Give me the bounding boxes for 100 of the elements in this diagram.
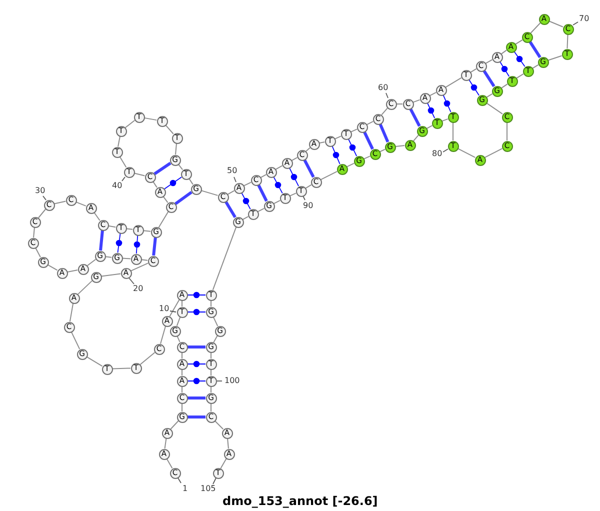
backbone-line <box>158 211 169 228</box>
base-pair-line <box>174 191 192 205</box>
backbone-line <box>381 108 388 116</box>
backbone-line <box>140 259 148 261</box>
backbone-line <box>452 122 454 141</box>
base-pair-line <box>99 230 104 251</box>
backbone-line <box>165 124 174 134</box>
backbone-line <box>484 148 503 158</box>
backbone-line <box>176 316 181 326</box>
position-number: 90 <box>303 202 314 210</box>
backbone-line <box>210 369 212 376</box>
backbone-line <box>412 99 420 103</box>
base-pair-line <box>363 131 374 150</box>
base-pair-line <box>188 416 206 418</box>
backbone-line <box>350 128 358 132</box>
base-pair-line <box>187 360 206 368</box>
position-number: 100 <box>224 377 240 385</box>
backbone-line <box>112 368 131 370</box>
backbone-line <box>515 39 523 45</box>
backbone-line <box>506 122 508 141</box>
backbone-line <box>140 352 156 365</box>
backbone-line <box>142 230 152 232</box>
backbone-line <box>169 299 180 317</box>
backbone-line <box>227 190 235 195</box>
base-pair-line <box>348 138 358 156</box>
base-pair-line <box>468 79 480 96</box>
backbone-line <box>227 438 229 450</box>
backbone-line <box>290 192 296 196</box>
backbone-line <box>318 142 326 144</box>
backbone-line <box>122 258 131 260</box>
backbone-line <box>394 145 406 147</box>
backbone-line <box>442 118 448 122</box>
backbone-line <box>47 264 58 271</box>
position-number: 20 <box>133 285 144 293</box>
backbone-line <box>70 331 80 350</box>
backbone-line <box>212 226 237 290</box>
position-number: 1 <box>182 485 188 493</box>
backbone-line <box>210 300 212 307</box>
backbone-line <box>188 178 194 185</box>
base-pair-line <box>378 123 390 143</box>
backbone-line <box>130 262 148 272</box>
backbone-line <box>119 156 127 168</box>
backbone-line <box>33 226 35 238</box>
backbone-line <box>124 120 136 128</box>
base-pair-line <box>303 159 315 178</box>
backbone-line <box>213 335 218 343</box>
backbone-line <box>108 225 116 228</box>
backbone-line <box>306 147 310 152</box>
backbone-line <box>170 420 179 430</box>
backbone-line <box>66 270 78 272</box>
backbone-line <box>275 165 283 170</box>
position-number: 105 <box>200 485 216 493</box>
backbone-line <box>334 136 342 140</box>
backbone-line <box>485 59 493 64</box>
position-number: 30 <box>35 187 46 195</box>
base-pair-line <box>241 192 251 210</box>
base-pair-line <box>332 146 340 164</box>
backbone-line <box>38 208 46 218</box>
backbone-line <box>530 22 541 34</box>
base-pair-line <box>528 40 542 58</box>
backbone-line <box>69 302 74 322</box>
base-pair-line <box>499 61 510 77</box>
position-number: 60 <box>378 84 388 92</box>
base-pair-line <box>188 346 206 348</box>
backbone-line <box>364 156 370 160</box>
base-pair-line <box>289 167 299 187</box>
base-pair-line <box>187 308 206 316</box>
backbone-line <box>126 228 134 230</box>
backbone-line <box>118 136 120 148</box>
base-pair-line <box>224 200 236 218</box>
backbone-line <box>548 20 564 28</box>
base-pair-line <box>164 176 182 190</box>
backbone-line <box>164 438 167 450</box>
backbone-line <box>516 73 524 79</box>
backbone-line <box>445 77 462 88</box>
backbone-line <box>144 117 158 121</box>
backbone-line <box>175 142 177 156</box>
backbone-line <box>100 273 122 277</box>
backbone-line <box>320 170 338 180</box>
backbone-line <box>210 352 212 359</box>
backbone-line <box>35 247 41 258</box>
base-pair-line <box>188 396 206 400</box>
backbone-line <box>104 256 112 258</box>
backbone-line <box>166 458 173 469</box>
position-number: 70 <box>579 15 590 23</box>
backbone-line <box>134 172 146 176</box>
position-number: 40 <box>112 182 122 190</box>
base-pair-line <box>154 162 172 176</box>
position-number: 50 <box>227 167 238 175</box>
backbone-line <box>486 102 503 114</box>
backbone-line <box>86 258 96 266</box>
caption: dmo_153_annot [-26.6] <box>222 495 378 507</box>
backbone-line <box>54 200 66 204</box>
backbone-line <box>160 326 166 344</box>
backbone-line <box>94 212 100 221</box>
backbone-line <box>501 84 508 88</box>
backbone-line <box>214 420 224 430</box>
backbone-line <box>566 34 568 49</box>
backbone-line <box>210 403 212 412</box>
position-number: 80 <box>432 150 442 158</box>
